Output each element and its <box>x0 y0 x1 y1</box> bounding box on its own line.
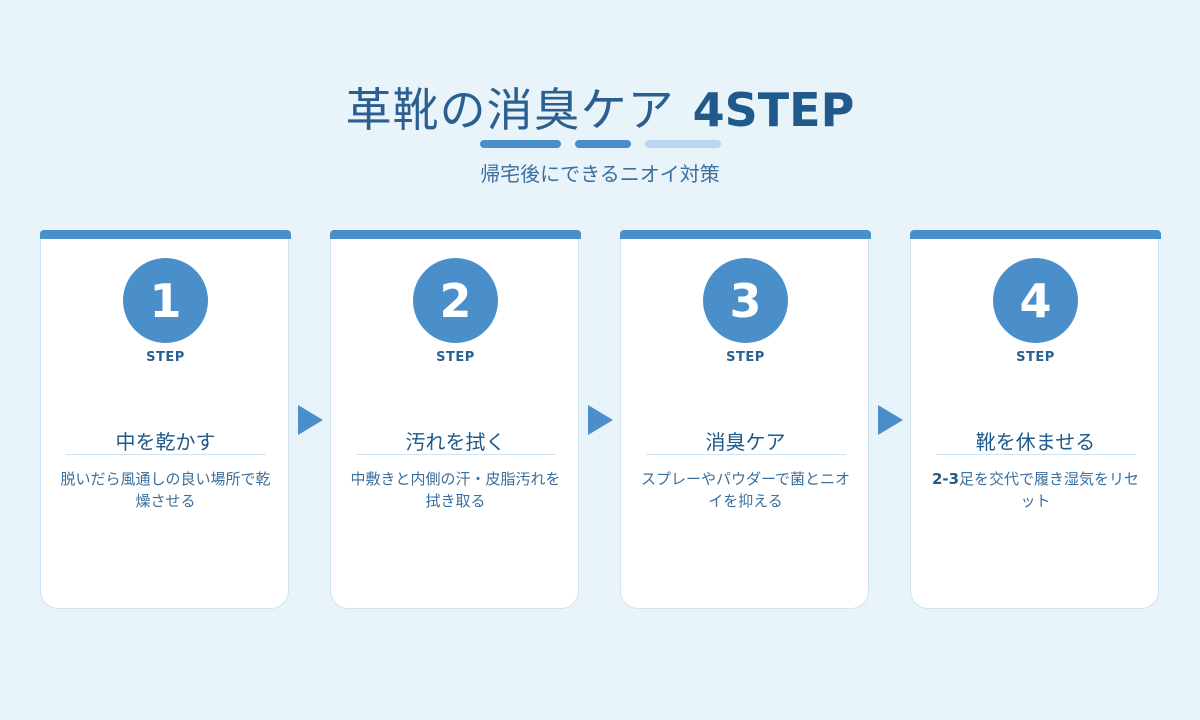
title-step-count: 4STEP <box>692 83 855 137</box>
step-description-text: 足を交代で履き湿気をリセット <box>959 470 1140 510</box>
step-description: 2-3足を交代で履き湿気をリセット <box>929 468 1142 512</box>
step-title: 中を乾かす <box>115 430 216 454</box>
step-description: 脱いだら風通しの良い場所で乾燥させる <box>60 470 271 510</box>
step-label: STEP <box>146 350 185 365</box>
step-description: スプレーやパウダーで菌とニオイを抑える <box>640 470 851 510</box>
step-description: 中敷きと内側の汗・皮脂汚れを拭き取る <box>350 470 561 510</box>
page-subtitle: 帰宅後にできるニオイ対策 <box>480 162 720 186</box>
underline-bar-2 <box>575 140 631 148</box>
title-divider <box>646 454 846 455</box>
step-card-4: 4 STEP 靴を休ませる 2-3足を交代で履き湿気をリセット <box>910 230 1161 609</box>
step-number-badge: 1 <box>123 258 208 343</box>
arrow-right-icon <box>588 405 613 435</box>
step-description-emphasis: 2-3 <box>931 470 960 488</box>
step-title: 汚れを拭く <box>405 430 506 454</box>
page-title: 革靴の消臭ケア 4STEP <box>0 78 1200 142</box>
step-card-1: 1 STEP 中を乾かす 脱いだら風通しの良い場所で乾燥させる <box>40 230 291 609</box>
step-number-badge: 4 <box>993 258 1078 343</box>
underline-bar-1 <box>480 140 561 148</box>
step-card-3: 3 STEP 消臭ケア スプレーやパウダーで菌とニオイを抑える <box>620 230 871 609</box>
arrow-right-icon <box>298 405 323 435</box>
step-label: STEP <box>726 350 765 365</box>
card-top-bar <box>40 230 291 239</box>
step-label: STEP <box>436 350 475 365</box>
page-header: 革靴の消臭ケア 4STEP 帰宅後にできるニオイ対策 <box>0 78 1200 187</box>
step-title: 消臭ケア <box>705 430 786 454</box>
step-title: 靴を休ませる <box>975 430 1096 454</box>
title-divider <box>66 454 266 455</box>
step-label: STEP <box>1016 350 1055 365</box>
arrow-right-icon <box>878 405 903 435</box>
card-top-bar <box>910 230 1161 239</box>
card-top-bar <box>330 230 581 239</box>
underline-bar-3 <box>645 140 721 148</box>
title-divider <box>936 454 1136 455</box>
step-number-badge: 2 <box>413 258 498 343</box>
title-divider <box>356 454 556 455</box>
card-top-bar <box>620 230 871 239</box>
title-underline-decoration <box>480 140 740 148</box>
step-number-badge: 3 <box>703 258 788 343</box>
title-japanese: 革靴の消臭ケア <box>345 83 675 137</box>
step-card-2: 2 STEP 汚れを拭く 中敷きと内側の汗・皮脂汚れを拭き取る <box>330 230 581 609</box>
